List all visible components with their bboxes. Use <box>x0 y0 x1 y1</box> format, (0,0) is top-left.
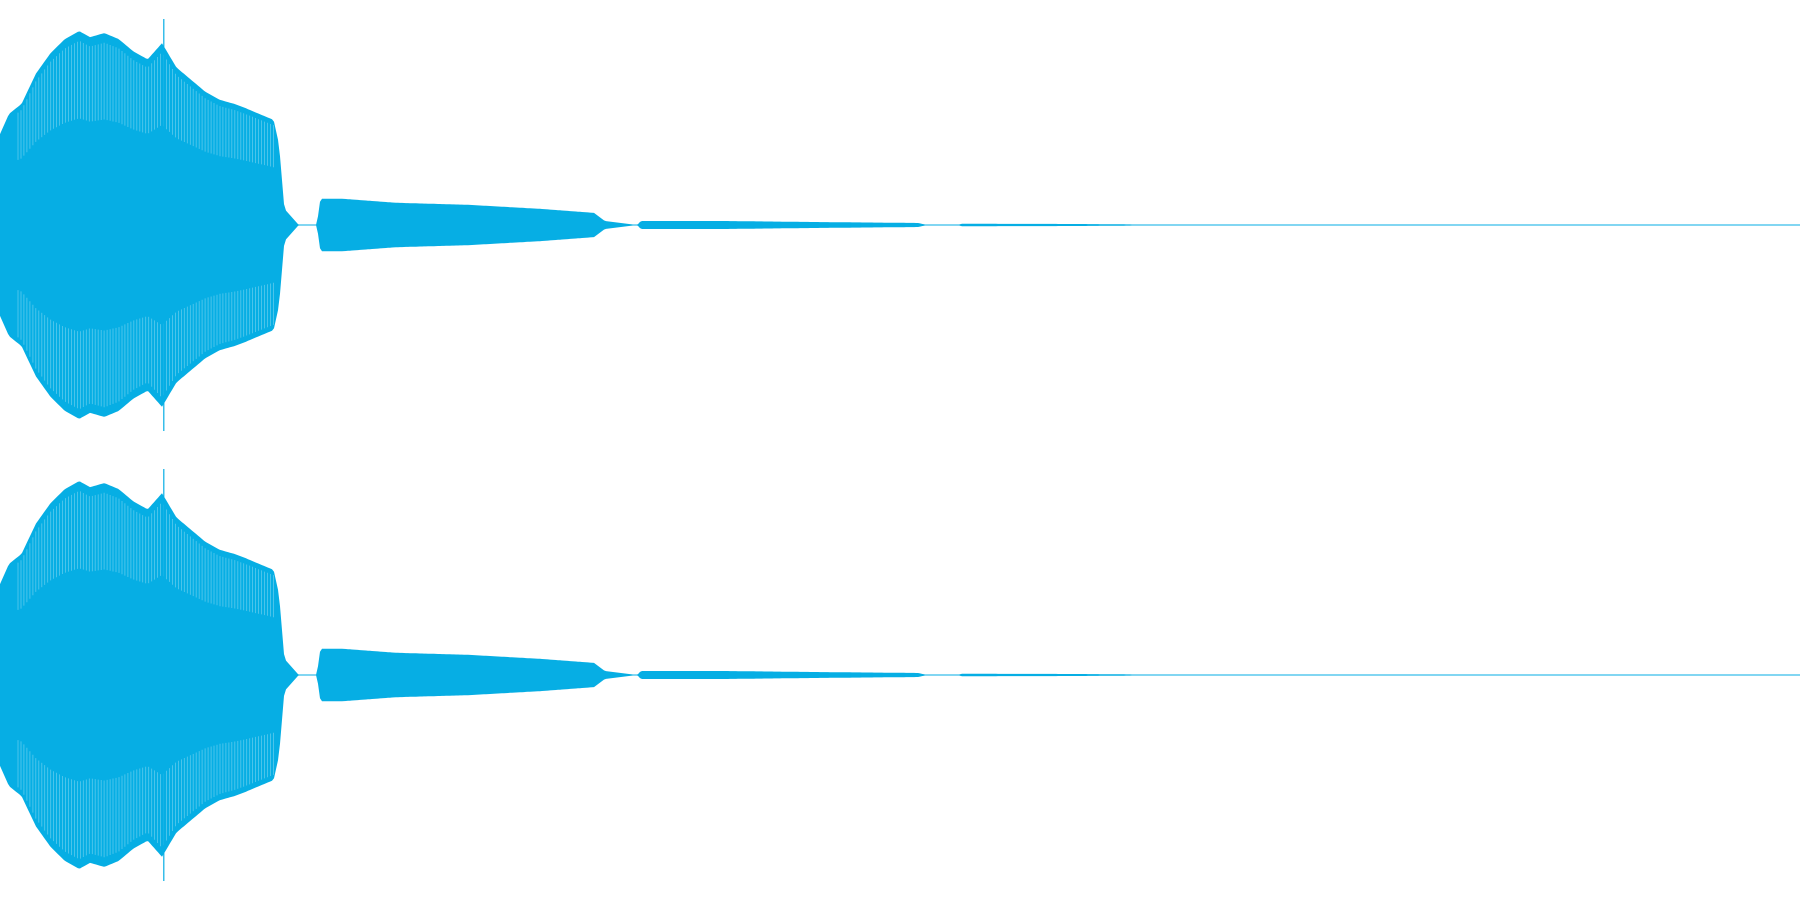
channel-1-waveform <box>0 19 1800 431</box>
channel-2-waveform <box>0 469 1800 881</box>
